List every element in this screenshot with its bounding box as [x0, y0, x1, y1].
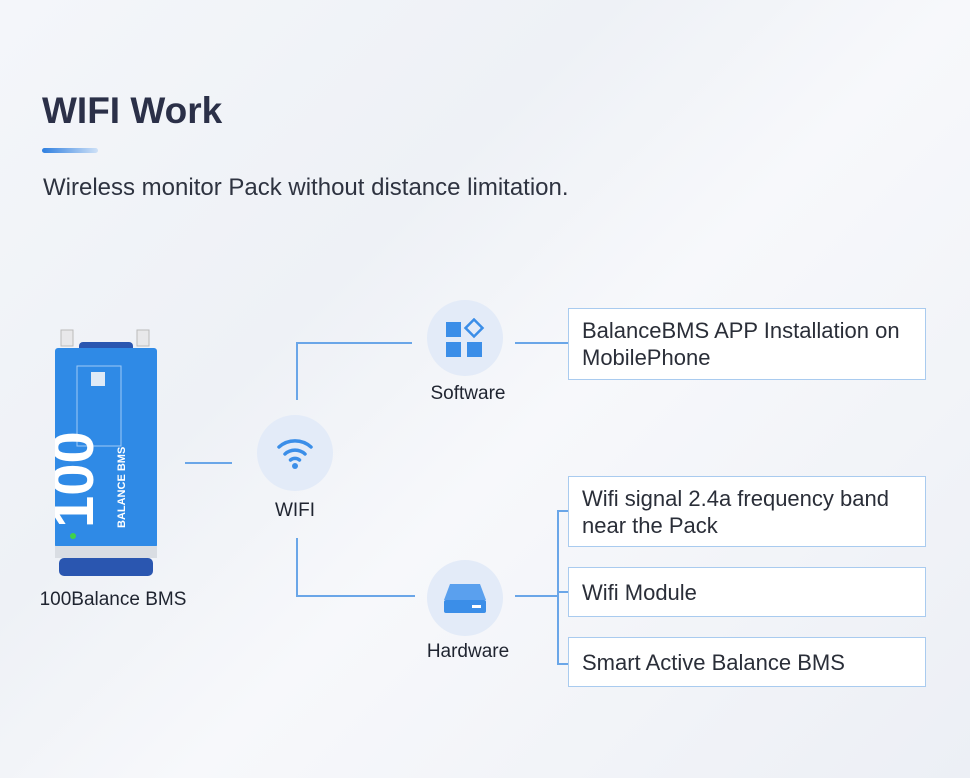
- hardware-item-box: Wifi Module: [568, 567, 926, 617]
- connector-to-software: [296, 342, 412, 344]
- hard-drive-icon: [444, 584, 486, 613]
- title-accent-bar: [42, 148, 98, 153]
- connector-wifi-up: [296, 342, 298, 400]
- hardware-label: Hardware: [426, 641, 510, 662]
- connector-device-wifi: [185, 462, 232, 464]
- hardware-item-box: Smart Active Balance BMS: [568, 637, 926, 687]
- connector-wifi-down: [296, 538, 298, 596]
- connector-branch-1: [557, 510, 568, 512]
- connector-hardware-trunk: [515, 595, 558, 597]
- svg-text:100: 100: [55, 431, 106, 528]
- apps-icon: [446, 318, 485, 357]
- page-subtitle: Wireless monitor Pack without distance l…: [43, 174, 569, 201]
- wifi-label: WIFI: [274, 500, 316, 521]
- hardware-node: [427, 560, 503, 636]
- connector-software-box: [515, 342, 568, 344]
- software-item-box: BalanceBMS APP Installation on MobilePho…: [568, 308, 926, 380]
- connector-hardware-vertical: [557, 510, 559, 665]
- page-title: WIFI Work: [42, 90, 223, 131]
- wifi-node: [257, 415, 333, 491]
- bms-device-image: 100 BALANCE BMS: [55, 329, 157, 576]
- hardware-item-box: Wifi signal 2.4a frequency band near the…: [568, 476, 926, 547]
- connector-branch-3: [557, 663, 568, 665]
- wifi-icon: [277, 439, 313, 469]
- connector-branch-2: [557, 591, 568, 593]
- software-node: [427, 300, 503, 376]
- software-label: Software: [430, 383, 506, 404]
- device-label: 100Balance BMS: [39, 589, 187, 610]
- device-logo-text: BALANCE BMS: [116, 447, 128, 528]
- connector-to-hardware: [296, 595, 415, 597]
